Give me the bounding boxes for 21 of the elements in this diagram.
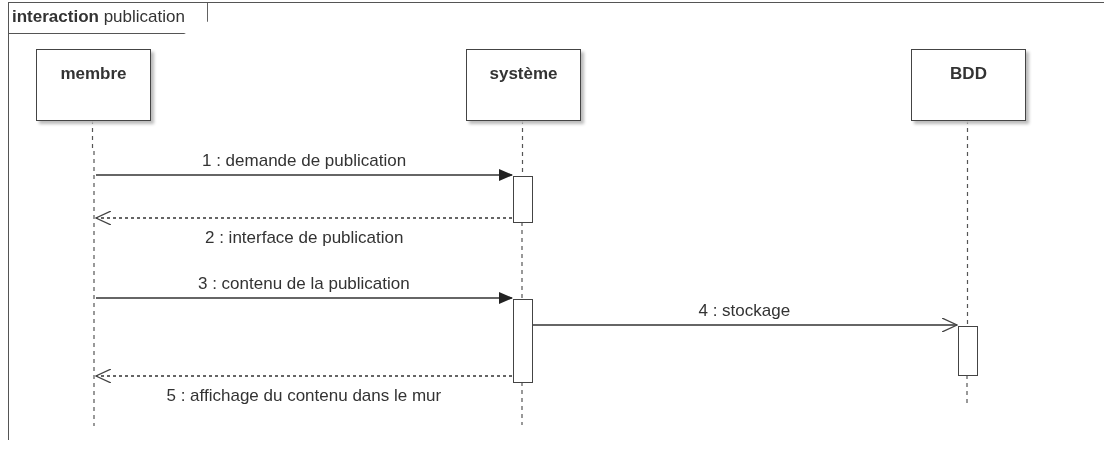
message-label: 2 : interface de publication: [203, 228, 406, 248]
lifeline-head: BDD: [911, 49, 1026, 121]
message-label: 1 : demande de publication: [200, 151, 409, 171]
message-arrow: [95, 169, 513, 181]
activation-bar: [513, 176, 533, 223]
message-arrow: [95, 292, 513, 304]
reply-message-arrow: [95, 368, 513, 384]
activation-bar: [513, 299, 533, 383]
message-label: 5 : affichage du contenu dans le mur: [164, 386, 444, 406]
lifeline: [91, 151, 97, 426]
activation-bar: [958, 326, 978, 376]
lifeline: [521, 221, 523, 299]
lifeline: [91, 119, 94, 151]
message-label: 3 : contenu de la publication: [196, 274, 412, 294]
reply-message-arrow: [95, 210, 513, 226]
lifeline: [966, 119, 969, 326]
lifeline-head: membre: [36, 49, 151, 121]
frame-heading: interaction publication: [9, 3, 208, 34]
lifeline-head: système: [466, 49, 581, 121]
message-label: 4 : stockage: [696, 301, 793, 321]
message-arrow: [531, 317, 958, 333]
